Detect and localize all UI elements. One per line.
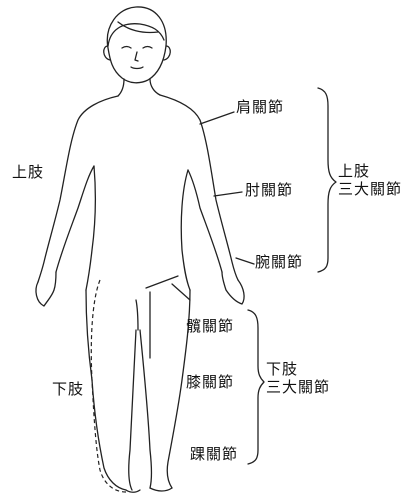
- right-leg-inner: [139, 329, 153, 489]
- upper-group-line2: 三大關節: [338, 180, 403, 198]
- lower-limb-label: 下肢: [52, 380, 85, 398]
- nose: [134, 51, 139, 62]
- ankle-joint-label: 踝關節: [190, 445, 239, 463]
- upper-limb-joints-group-label: 上肢 三大關節: [338, 162, 402, 198]
- upper-brace: [317, 87, 337, 273]
- torso-right: [180, 169, 191, 291]
- hair-strand: [117, 21, 159, 34]
- head-outline: [106, 6, 167, 84]
- right-arm-inner: [187, 169, 223, 273]
- elbow-joint-label: 肘關節: [245, 181, 294, 199]
- hair: [107, 23, 165, 47]
- right-ear: [163, 45, 171, 61]
- hip-pointer: [171, 283, 191, 301]
- left-foot: [125, 489, 141, 493]
- knee-joint-label: 膝關節: [186, 373, 235, 391]
- shoulder-pointer: [199, 111, 235, 125]
- left-arm-inner: [55, 165, 95, 273]
- left-hand: [35, 271, 57, 307]
- shoulder-joint-label: 肩關節: [236, 98, 285, 116]
- lower-group-line1: 下肢: [266, 360, 299, 378]
- left-ear: [103, 45, 111, 61]
- lower-limb-joints-group-label: 下肢 三大關節: [266, 360, 330, 396]
- left-shoulder-arm-outer: [37, 95, 119, 283]
- lower-group-line2: 三大關節: [266, 378, 331, 396]
- elbow-pointer: [213, 191, 243, 197]
- neck-right: [149, 78, 161, 96]
- upper-group-line1: 上肢: [338, 162, 371, 180]
- mouth: [130, 66, 144, 70]
- hip-line: [145, 275, 179, 289]
- upper-limb-label: 上肢: [12, 163, 45, 181]
- right-hand: [221, 271, 245, 305]
- left-leg-inner: [128, 329, 137, 491]
- lower-brace: [247, 309, 265, 465]
- neck-left: [117, 78, 125, 97]
- left-eye: [121, 45, 132, 49]
- wrist-joint-label: 腕關節: [255, 253, 304, 271]
- right-shoulder-arm-outer: [159, 94, 239, 281]
- wrist-pointer: [235, 257, 255, 265]
- right-foot: [149, 487, 173, 492]
- right-eye: [142, 45, 153, 49]
- hip-joint-label: 髖關節: [186, 317, 235, 335]
- crotch: [135, 299, 139, 331]
- left-leg-outer: [85, 289, 127, 491]
- torso-left: [85, 165, 96, 291]
- lower-limb-dashed-outline: [90, 279, 127, 493]
- right-leg-outer: [166, 289, 191, 489]
